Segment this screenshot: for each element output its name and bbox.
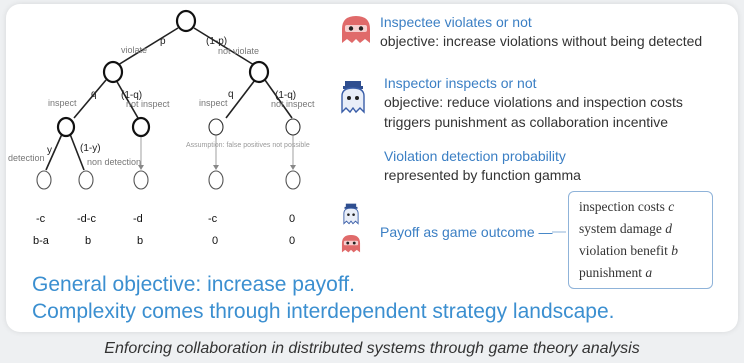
inspector-ghost-icon [341,81,365,114]
edge-non-detection [69,133,85,171]
label-not-inspect-left: not inspect [126,99,170,109]
prob-1-y: (1-y) [80,143,101,154]
root-node [175,9,197,33]
inspectee-ghost-icon [342,16,370,43]
label-inspect-left: inspect [48,98,77,108]
payoff-bottom-1: b-a [33,235,50,247]
leaf-5 [285,170,301,190]
payoff-top-1: -c [36,213,46,225]
node-inspector-right [248,60,270,84]
prob-1-q-left: (1-q) [121,90,142,101]
node-right-inspect [208,118,224,136]
label-inspect-right: inspect [199,98,228,108]
node-left-not-inspect [131,116,151,138]
edge-root-right [193,27,255,66]
complexity-statement: Complexity comes through interdependent … [32,300,615,323]
arrowhead-2 [213,165,219,170]
edge-detection [45,133,63,171]
inspectee-title: Inspectee violates or not [380,14,532,30]
payoff-variables-box: inspection costs c system damage d viola… [568,191,713,289]
label-non-detection: non detection [87,157,141,167]
payoff-item-punishment: punishment a [579,265,653,280]
arrowhead-1 [138,165,144,170]
prob-y: y [47,145,52,156]
leaf-4 [208,170,224,190]
leaf-3 [133,170,149,190]
payoff-top-5: 0 [289,213,295,225]
inspector-trigger: triggers punishment as collaboration inc… [384,114,669,130]
inspector-title: Inspector inspects or not [384,75,537,91]
prob-q-right: q [228,89,234,100]
payoff-item-inspection-costs: inspection costs c [579,199,675,214]
inspectee-objective: objective: increase violations without b… [380,33,703,49]
payoff-top-3: -d [133,213,143,225]
label-assumption: Assumption: false positives not possible [186,142,310,149]
payoff-bottom-4: 0 [212,235,218,247]
payoff-bottom-5: 0 [289,235,295,247]
edge-right-inspect [225,79,256,119]
general-objective: General objective: increase payoff. [32,273,355,296]
payoff-top-4: -c [208,213,218,225]
prob-1-p: (1-p) [206,36,227,47]
node-inspector-left [102,60,124,84]
node-right-not-inspect [285,118,301,136]
edge-root-left [117,27,179,66]
label-not-inspect-right: not inspect [271,99,315,109]
inspectee-small-icon [341,234,361,253]
leaf-2 [78,170,94,190]
prob-q-left: q [91,89,97,100]
label-violate: violate [121,45,147,55]
label-not-violate: not violate [218,46,259,56]
inspector-small-icon [343,203,359,225]
prob-p: p [160,36,166,47]
leaf-1 [36,170,52,190]
edge-left-not-inspect [115,79,139,119]
edge-right-not-inspect [264,79,293,119]
prob-1-q-right: (1-q) [275,90,296,101]
payoff-label: Payoff as game outcome — [380,224,553,240]
payoff-bottom-2: b [85,235,91,247]
label-detection: detection [8,153,45,163]
payoff-item-system-damage: system damage d [579,221,672,236]
figure-caption: Enforcing collaboration in distributed s… [104,340,640,357]
detection-desc: represented by function gamma [384,167,581,183]
arrowhead-3 [290,165,296,170]
inspector-objective: objective: reduce violations and inspect… [384,94,683,110]
payoff-bottom-3: b [137,235,143,247]
node-detection [56,116,76,138]
detection-title: Violation detection probability [384,148,566,164]
edge-left-inspect [73,79,107,119]
payoff-top-2: -d-c [77,213,96,225]
payoff-item-violation-benefit: violation benefit b [579,243,678,258]
